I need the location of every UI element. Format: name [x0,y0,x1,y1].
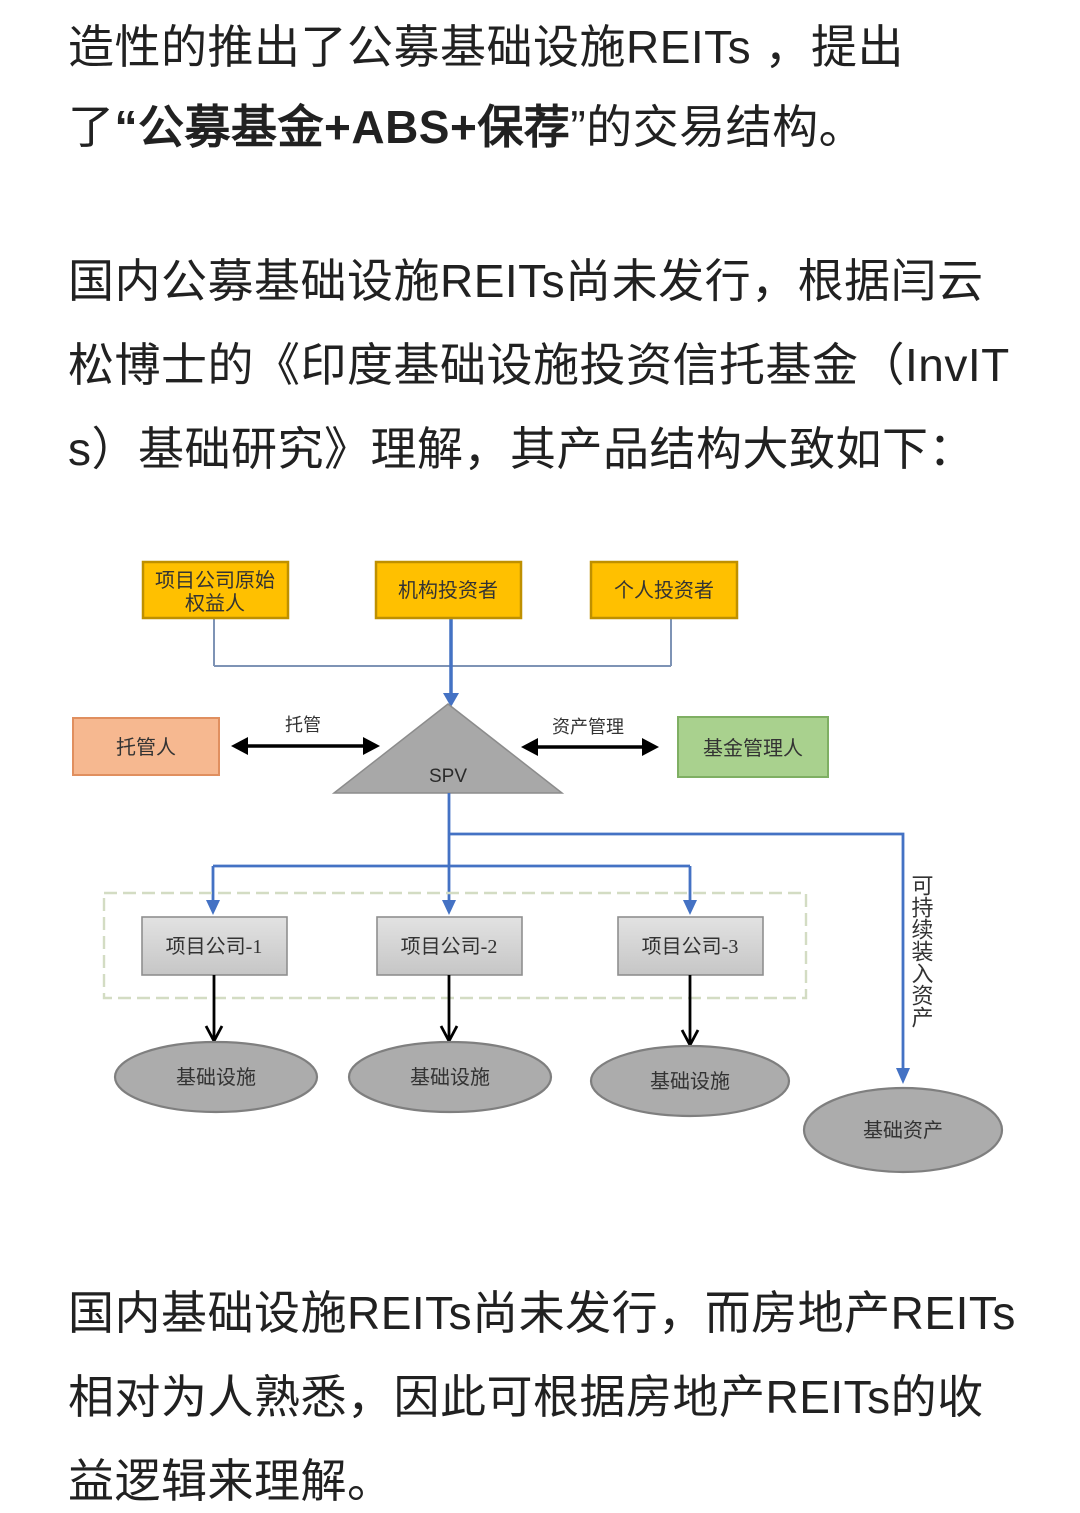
originator-label-line2: 权益人 [185,592,245,615]
project-company-3-rect [617,916,764,976]
asset-mgmt-double-arrow: 资产管理 [521,717,659,756]
project-company-3-box: 项目公司-3 [617,916,764,976]
spv-downstream-lines [211,793,905,1068]
infrastructure-1-label: 基础设施 [176,1066,256,1089]
fund-manager-box-rect [677,716,829,778]
institutional-investor-box-rect [374,560,523,620]
project-group-dashed-frame [102,891,808,1000]
project-company-2-box: 项目公司-2 [376,916,523,976]
infrastructure-3-label: 基础设施 [650,1070,730,1093]
paragraph-intro-tail: ”的交易结构。 [570,101,866,153]
infrastructure-ellipse-2: 基础设施 [347,1040,553,1114]
spv-label: SPV [429,766,467,787]
individual-investor-label: 个人投资者 [614,579,714,602]
investor-connector-lines [213,618,672,667]
investor-to-spv-arrowhead-icon [443,693,459,707]
project2-arrowhead-icon [442,900,456,915]
project3-arrowhead-icon [683,900,697,915]
project-company-2-label: 项目公司-2 [401,936,498,958]
custody-arrowhead-left-icon [231,737,248,755]
institutional-investor-box: 机构投资者 [374,560,523,620]
spv-to-base-asset-line [449,832,905,1068]
project-company-1-rect [141,916,288,976]
infrastructure-ellipse-2-shape [347,1040,553,1114]
base-asset-ellipse-shape [802,1086,1004,1174]
base-asset-ellipse: 基础资产 [802,1086,1004,1174]
infrastructure-ellipse-3: 基础设施 [589,1044,791,1118]
paragraph-intro: 造性的推出了公募基础设施REITs ，提出了“公募基金+ABS+保荐”的交易结构… [68,7,1016,167]
fund-manager-box: 基金管理人 [677,716,829,778]
custody-double-arrow: 托管 [231,715,380,755]
paragraph-conclusion: 国内基础设施REITs尚未发行，而房地产REITs相对为人熟悉，因此可根据房地产… [68,1287,1016,1507]
originator-box: 项目公司原始 权益人 [141,560,290,620]
individual-investor-box: 个人投资者 [589,560,739,620]
infrastructure-ellipse-1: 基础设施 [113,1040,319,1114]
custodian-box-rect [72,717,220,776]
custodian-label: 托管人 [116,736,176,759]
project1-arrowhead-icon [206,900,220,915]
project-company-3-label: 项目公司-3 [642,936,739,958]
base-asset-label: 基础资产 [863,1119,943,1142]
asset-mgmt-arrow-label: 资产管理 [552,717,624,737]
paragraph-intro-bold: “公募基金+ABS+保荐 [114,101,571,153]
asset-mgmt-arrowhead-right-icon [642,738,659,756]
paragraph-intro-regular: 造性的推出了公募基础设施REITs ，提出了 [68,21,904,153]
paragraph-context: 国内公募基础设施REITs尚未发行，根据闫云松博士的《印度基础设施投资信托基金（… [68,255,1010,475]
individual-investor-box-rect [589,560,739,620]
originator-label-line1: 项目公司原始 [155,569,275,592]
custodian-box: 托管人 [72,717,220,776]
institutional-investor-label: 机构投资者 [398,579,498,602]
project-company-1-label: 项目公司-1 [166,936,263,958]
infrastructure-arrows [204,975,700,1048]
project-company-2-rect [376,916,523,976]
sustainable-note-label: 可持续装入资产 [909,874,934,1028]
fund-manager-label: 基金管理人 [703,737,803,760]
infrastructure-2-label: 基础设施 [410,1066,490,1089]
custody-arrow-label: 托管 [285,715,321,735]
project-company-1-box: 项目公司-1 [141,916,288,976]
originator-box-rect [141,560,290,620]
base-asset-arrowhead-icon [896,1068,910,1084]
infrastructure-ellipse-1-shape [113,1040,319,1114]
custody-arrowhead-right-icon [363,737,380,755]
infrastructure-ellipse-3-shape [589,1044,791,1118]
asset-mgmt-arrowhead-left-icon [521,738,538,756]
